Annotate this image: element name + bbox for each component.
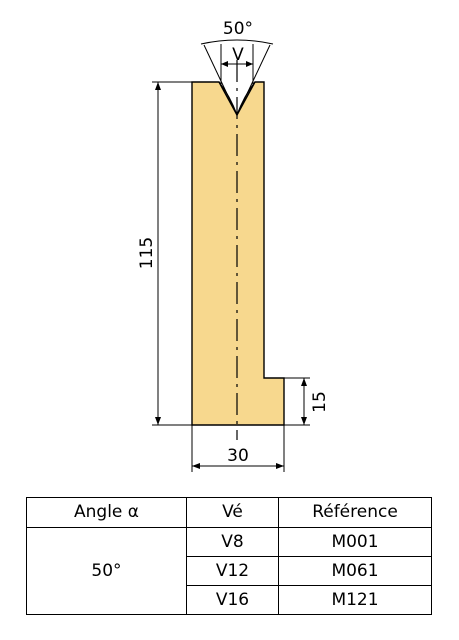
table-row: V12 M061 — [27, 556, 432, 586]
header-ve: Vé — [186, 497, 279, 528]
header-reference: Référence — [278, 497, 432, 528]
table-header-row: Angle α Vé Référence — [26, 497, 432, 528]
table-row: V16 M121 — [27, 585, 432, 615]
header-angle: Angle α — [26, 497, 187, 528]
height-arrow-bottom — [155, 417, 161, 425]
reference-table: Angle α Vé Référence 50° V8 M001 V12 M06… — [26, 497, 432, 615]
height-arrow-top — [155, 82, 161, 90]
die-body — [191, 81, 285, 426]
die-drawing: 50° V 115 15 30 — [137, 19, 330, 472]
angle-label: 50° — [223, 19, 253, 39]
height-label: 115 — [137, 237, 157, 269]
v-label: V — [232, 45, 244, 65]
ve-cell: V16 — [186, 585, 279, 615]
step-arrow-bottom — [301, 417, 307, 425]
angle-arc — [200, 39, 274, 45]
reference-cell: M121 — [278, 585, 432, 615]
table-row: 50° V8 M001 — [26, 527, 432, 615]
v-arrow-right — [246, 61, 253, 67]
step-label: 15 — [310, 391, 330, 413]
width-label: 30 — [227, 446, 249, 466]
step-arrow-top — [301, 378, 307, 386]
ve-cell: V8 — [186, 527, 279, 557]
reference-cell: M001 — [278, 527, 432, 557]
width-arrow-left — [192, 463, 200, 469]
angle-value-cell: 50° — [26, 527, 187, 615]
ve-cell: V12 — [186, 556, 279, 586]
width-arrow-right — [276, 463, 284, 469]
v-arrow-left — [221, 61, 228, 67]
reference-cell: M061 — [278, 556, 432, 586]
